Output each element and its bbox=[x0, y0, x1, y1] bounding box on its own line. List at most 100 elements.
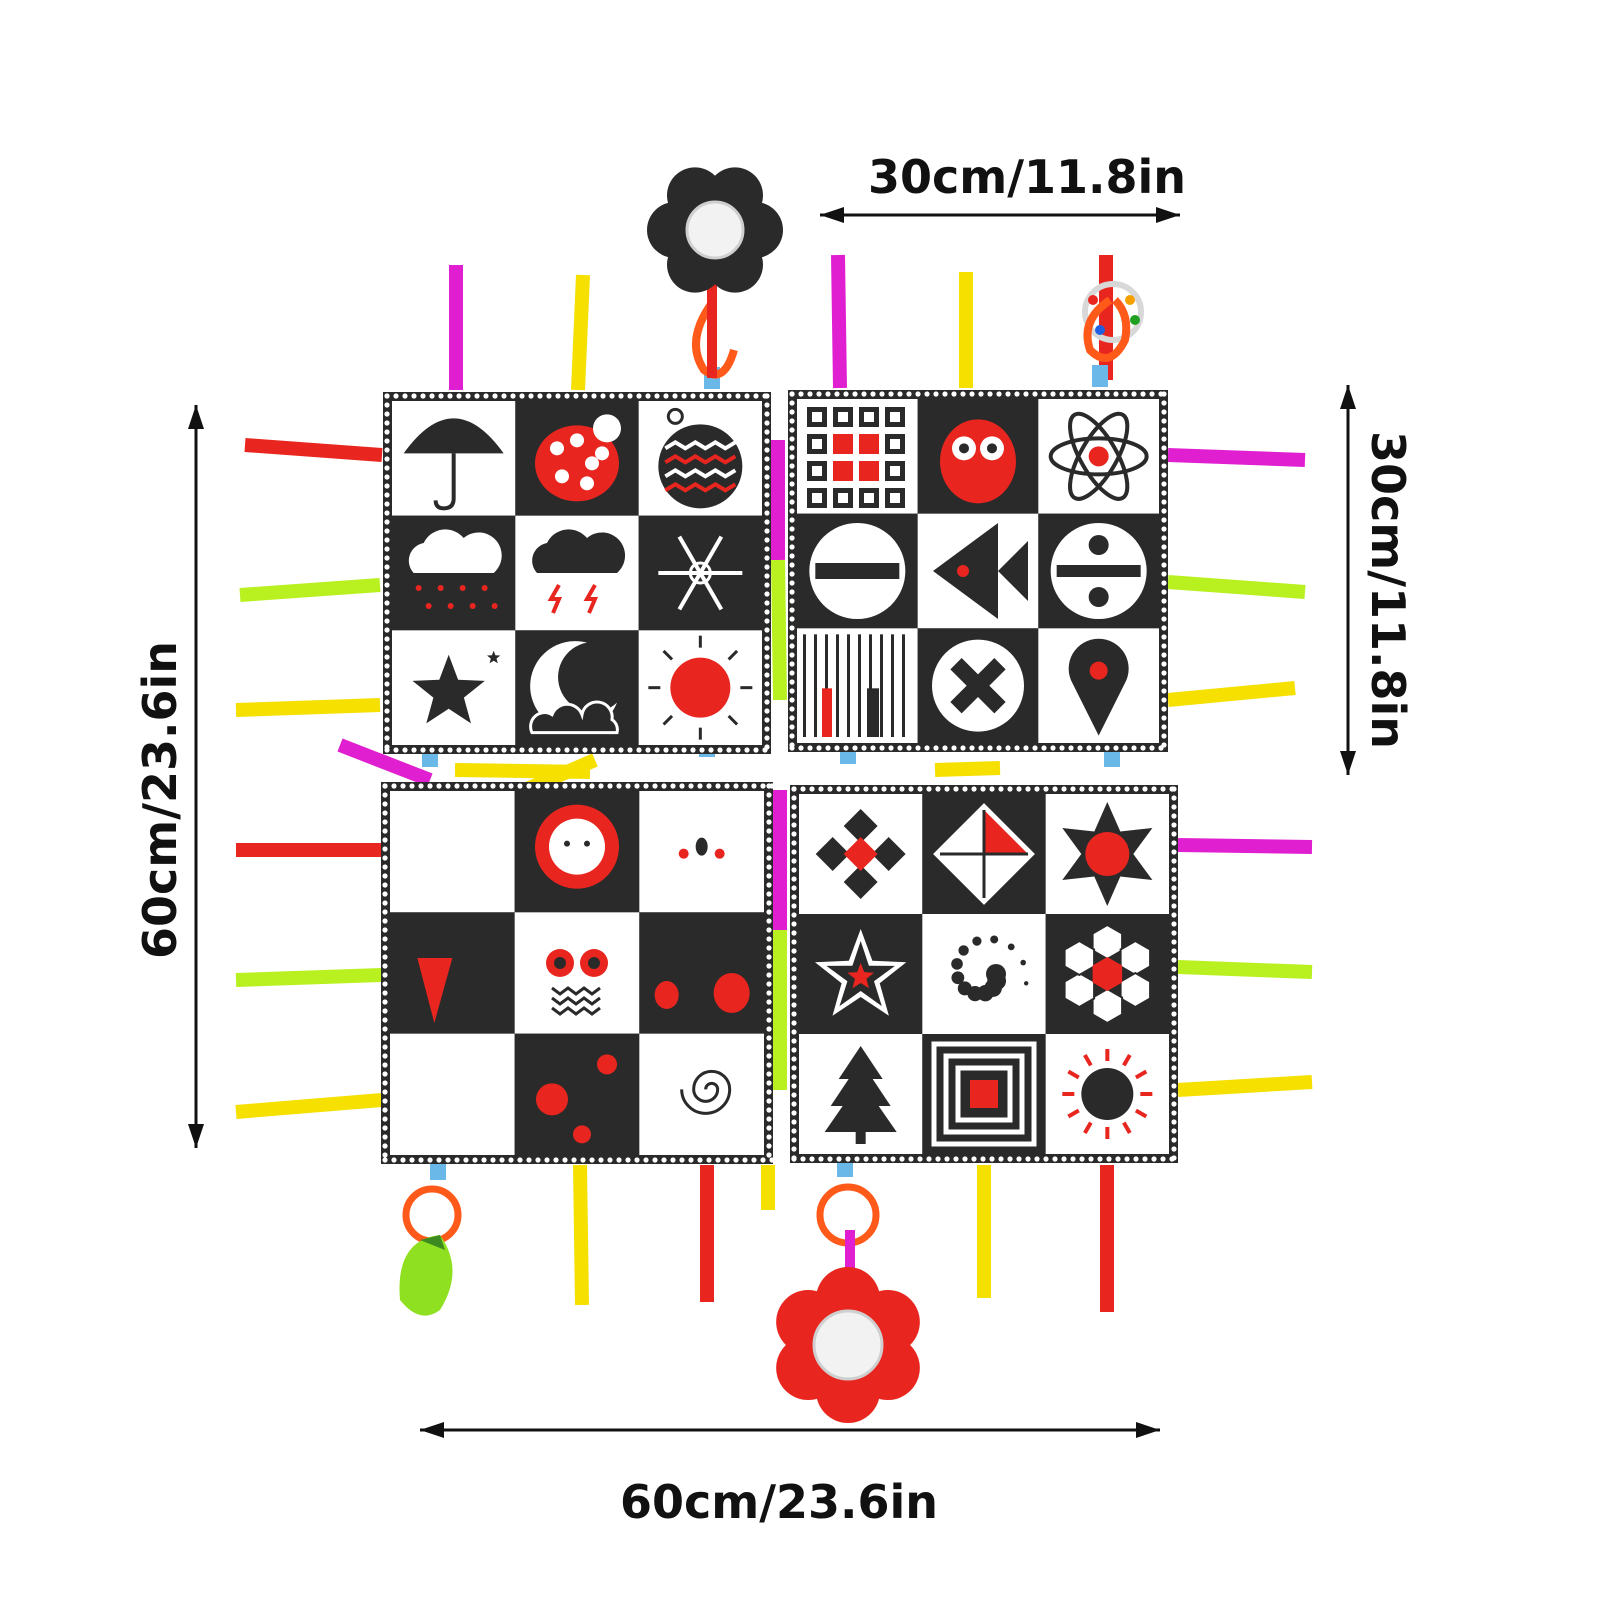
border-dot bbox=[384, 420, 390, 426]
border-dot bbox=[764, 744, 770, 750]
border-dot bbox=[766, 1107, 772, 1113]
border-dot bbox=[789, 445, 795, 451]
border-dot bbox=[681, 393, 687, 399]
border-dot bbox=[474, 747, 480, 753]
strawberry-icon bbox=[713, 973, 750, 1013]
owl-feather bbox=[551, 1006, 601, 1016]
border-dot bbox=[791, 1155, 797, 1161]
border-dot bbox=[409, 1157, 415, 1163]
border-dot bbox=[870, 745, 876, 751]
panel-dotted-border bbox=[384, 393, 770, 753]
border-dot bbox=[766, 1125, 772, 1131]
border-dot bbox=[791, 1146, 797, 1152]
border-dot bbox=[384, 591, 390, 597]
border-dot bbox=[766, 927, 772, 933]
border-dot bbox=[915, 391, 921, 397]
pattern-square-inner bbox=[812, 412, 822, 422]
border-dot bbox=[879, 391, 885, 397]
sun-ray bbox=[1122, 1121, 1132, 1134]
border-dot bbox=[791, 822, 797, 828]
border-dot bbox=[764, 402, 770, 408]
tile-carrot-1: 1 bbox=[390, 912, 515, 1034]
pattern-square-inner bbox=[864, 412, 874, 422]
tile-ornament-ball bbox=[638, 401, 762, 516]
star-center bbox=[1085, 832, 1130, 876]
border-dot bbox=[764, 708, 770, 714]
border-dot bbox=[382, 1008, 388, 1014]
border-dot bbox=[382, 918, 388, 924]
pattern-square-inner bbox=[864, 493, 874, 503]
border-dot bbox=[791, 1065, 797, 1071]
ribbon bbox=[934, 761, 1001, 777]
border-dot bbox=[764, 600, 770, 606]
border-dot bbox=[789, 589, 795, 595]
border-dot bbox=[429, 393, 435, 399]
ornament-loop bbox=[666, 407, 684, 425]
border-dot bbox=[789, 481, 795, 487]
ladybug-spot bbox=[570, 433, 584, 448]
border-dot bbox=[384, 618, 390, 624]
border-dot bbox=[384, 393, 390, 399]
border-dot bbox=[1149, 745, 1155, 751]
border-dot bbox=[789, 652, 795, 658]
border-dot bbox=[562, 1157, 568, 1163]
pattern-square-inner bbox=[890, 439, 900, 449]
tile-minus-circle bbox=[797, 513, 918, 629]
border-dot bbox=[791, 1101, 797, 1107]
border-dot bbox=[625, 1157, 631, 1163]
piano-key bbox=[867, 688, 879, 737]
target-ring bbox=[437, 1079, 467, 1109]
ladybug-spot bbox=[580, 476, 594, 491]
border-dot bbox=[764, 636, 770, 642]
border-dot bbox=[384, 438, 390, 444]
border-dot bbox=[382, 981, 388, 987]
border-dot bbox=[834, 391, 840, 397]
border-dot bbox=[1034, 1156, 1040, 1162]
border-dot bbox=[679, 783, 685, 789]
target-ring bbox=[425, 1067, 479, 1121]
border-dot bbox=[766, 963, 772, 969]
border-dot bbox=[791, 1020, 797, 1026]
border-dot bbox=[996, 745, 1002, 751]
border-dot bbox=[1171, 894, 1177, 900]
rain-drop bbox=[415, 585, 422, 591]
right-height-label: 30cm/11.8in bbox=[1361, 430, 1415, 750]
border-dot bbox=[836, 1156, 842, 1162]
border-dot bbox=[942, 391, 948, 397]
border-dot bbox=[764, 483, 770, 489]
border-dot bbox=[791, 1092, 797, 1098]
border-dot bbox=[1016, 1156, 1022, 1162]
border-dot bbox=[1122, 745, 1128, 751]
border-dot bbox=[766, 891, 772, 897]
spiral-dot bbox=[951, 971, 965, 985]
umbrella-handle bbox=[433, 453, 456, 511]
border-dot bbox=[852, 391, 858, 397]
border-dot bbox=[766, 1062, 772, 1068]
border-dot bbox=[764, 627, 770, 633]
border-dot bbox=[384, 735, 390, 741]
koala-cheek bbox=[678, 848, 689, 859]
border-dot bbox=[384, 465, 390, 471]
border-dot bbox=[789, 625, 795, 631]
border-dot bbox=[816, 391, 822, 397]
tile-rain-cloud bbox=[392, 515, 516, 631]
border-dot bbox=[382, 1125, 388, 1131]
rattle-loop bbox=[1083, 296, 1131, 362]
border-dot bbox=[962, 1156, 968, 1162]
border-dot bbox=[1032, 745, 1038, 751]
border-dot bbox=[1171, 786, 1177, 792]
border-dot bbox=[1131, 745, 1137, 751]
border-dot bbox=[411, 747, 417, 753]
border-dot bbox=[571, 783, 577, 789]
border-dot bbox=[764, 663, 770, 669]
border-dot bbox=[1161, 391, 1167, 397]
fish-eye bbox=[957, 565, 969, 577]
ladybug-icon bbox=[536, 1083, 568, 1116]
pine-tree-icon bbox=[824, 1046, 897, 1132]
border-dot bbox=[789, 517, 795, 523]
diamond-cross-icon bbox=[843, 837, 878, 871]
border-dot bbox=[1161, 499, 1167, 505]
piano-line bbox=[891, 634, 894, 737]
sun-ray bbox=[662, 649, 674, 661]
border-dot bbox=[708, 393, 714, 399]
